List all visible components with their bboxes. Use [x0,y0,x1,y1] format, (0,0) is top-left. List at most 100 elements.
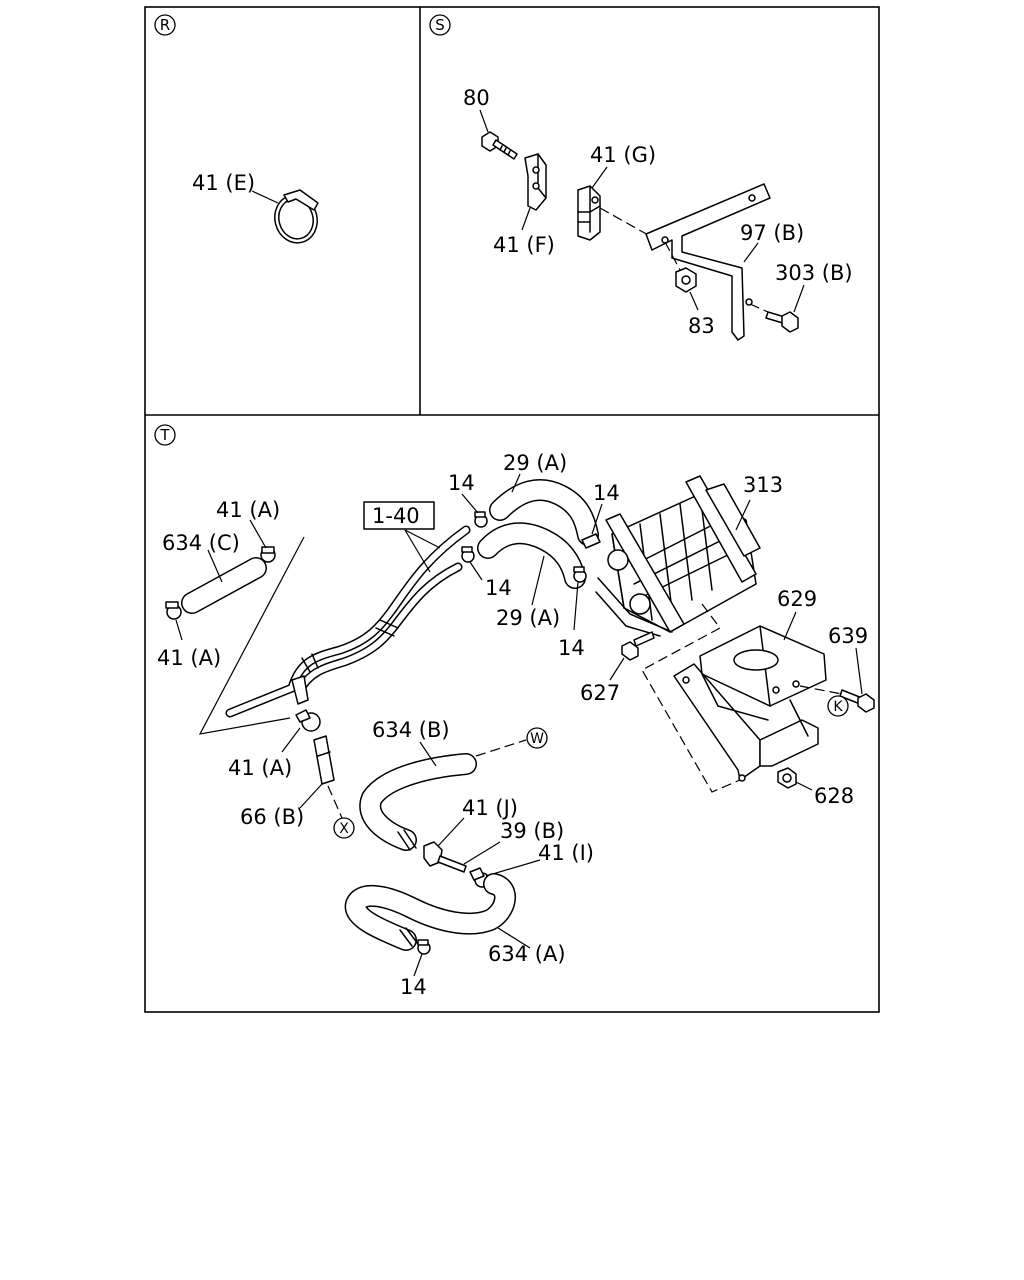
leader-629 [783,611,797,641]
clamp-14-e [417,939,431,955]
svg-text:X: X [339,821,349,837]
dash-bolt-639 [799,685,843,695]
leader-41f [521,207,531,231]
leader-80 [479,109,489,133]
clamp-41a-left [165,601,182,620]
callout-41g: 41 (G) [590,143,656,167]
callout-41e: 41 (E) [192,171,255,195]
leader-634c [207,549,223,583]
bolt-627 [621,631,655,661]
ref-marker-x: X [333,817,355,839]
nut-628 [777,767,797,789]
callout-313: 313 [743,473,783,497]
leader-628 [795,781,813,791]
dash-nut-83 [664,241,681,271]
callout-634b: 634 (B) [372,718,450,742]
leader-41g [591,166,608,189]
clamp-41a-top [260,546,276,563]
leader-1-40-b [404,529,441,549]
section-label-t: T [154,424,176,446]
hose-clamp-41e [274,189,319,244]
hose-29a-lower [477,522,586,589]
callout-29a-mid: 29 (A) [496,606,560,630]
clip-41f [524,153,547,211]
callout-29a-top: 29 (A) [503,451,567,475]
callout-14-c: 14 [485,576,512,600]
callout-66b: 66 (B) [240,805,304,829]
pipe-39b [437,855,467,873]
callout-41j: 41 (J) [462,796,518,820]
callout-634c: 634 (C) [162,531,240,555]
callout-97b: 97 (B) [740,221,804,245]
callout-14-e: 14 [400,975,427,999]
ref-marker-k: K [827,695,849,717]
leader-14-d [573,581,579,631]
nut-83 [675,267,697,293]
callout-80: 80 [463,86,490,110]
leader-14-e [413,953,423,977]
leader-634a [497,927,531,949]
svg-text:R: R [160,16,170,34]
bolt-80 [481,131,518,160]
leader-14-c [469,561,483,581]
heater-core-313 [595,475,761,637]
leader-1-40-a [404,529,431,573]
section-label-r: R [154,14,176,36]
bolt-303b [765,311,799,333]
clamp-41a-low [295,709,321,732]
clamp-14-b [581,533,601,549]
svg-text:T: T [159,426,170,444]
callout-14-b: 14 [593,481,620,505]
callout-303b: 303 (B) [775,261,853,285]
leader-29a-mid [531,555,545,606]
leader-41a-low [281,727,301,753]
svg-text:S: S [435,16,445,34]
leader-97b [743,242,759,263]
hose-66b [313,735,335,785]
leader-41a-left [175,619,183,641]
leader-41a-top [249,519,267,549]
callout-41i: 41 (I) [538,841,594,865]
hose-634b [359,753,477,851]
callout-639: 639 [828,624,868,648]
leader-14-b [591,503,603,535]
callout-629: 629 [777,587,817,611]
callout-41a-low: 41 (A) [228,756,292,780]
dash-66b-x [327,785,343,819]
hose-29a-upper [489,479,599,546]
leader-83 [689,291,699,311]
leader-41j [437,817,465,847]
leader-14-a [461,493,479,514]
bracket-629 [673,625,827,782]
leader-39b [463,841,501,865]
bolt-639 [839,689,875,713]
callout-628: 628 [814,784,854,808]
ref-marker-w: W [526,727,548,749]
callout-14-d: 14 [558,636,585,660]
dash-41g-bracket [599,207,651,237]
diagram-frames [144,6,880,1013]
section-label-s: S [429,14,451,36]
dash-bolt-303b [749,303,769,313]
callout-627: 627 [580,681,620,705]
hose-634a [344,873,516,951]
callout-41f: 41 (F) [493,233,555,257]
svg-text:K: K [833,699,843,715]
leader-639 [855,647,863,695]
dash-heater-bracket [641,603,741,793]
clamp-14-d [573,566,587,583]
leader-41e [251,190,279,204]
callout-634a: 634 (A) [488,942,566,966]
leader-627 [609,657,625,681]
callout-41a-top: 41 (A) [216,498,280,522]
pipe-assembly-1-40 [225,525,471,718]
svg-text:W: W [530,731,544,747]
callout-41a-left: 41 (A) [157,646,221,670]
bracket-97b [645,183,771,341]
callout-39b: 39 (B) [500,819,564,843]
leader-634b [419,741,437,767]
clamp-14-a [474,511,488,528]
leader-313 [735,499,751,531]
dash-634b-w [475,739,527,757]
